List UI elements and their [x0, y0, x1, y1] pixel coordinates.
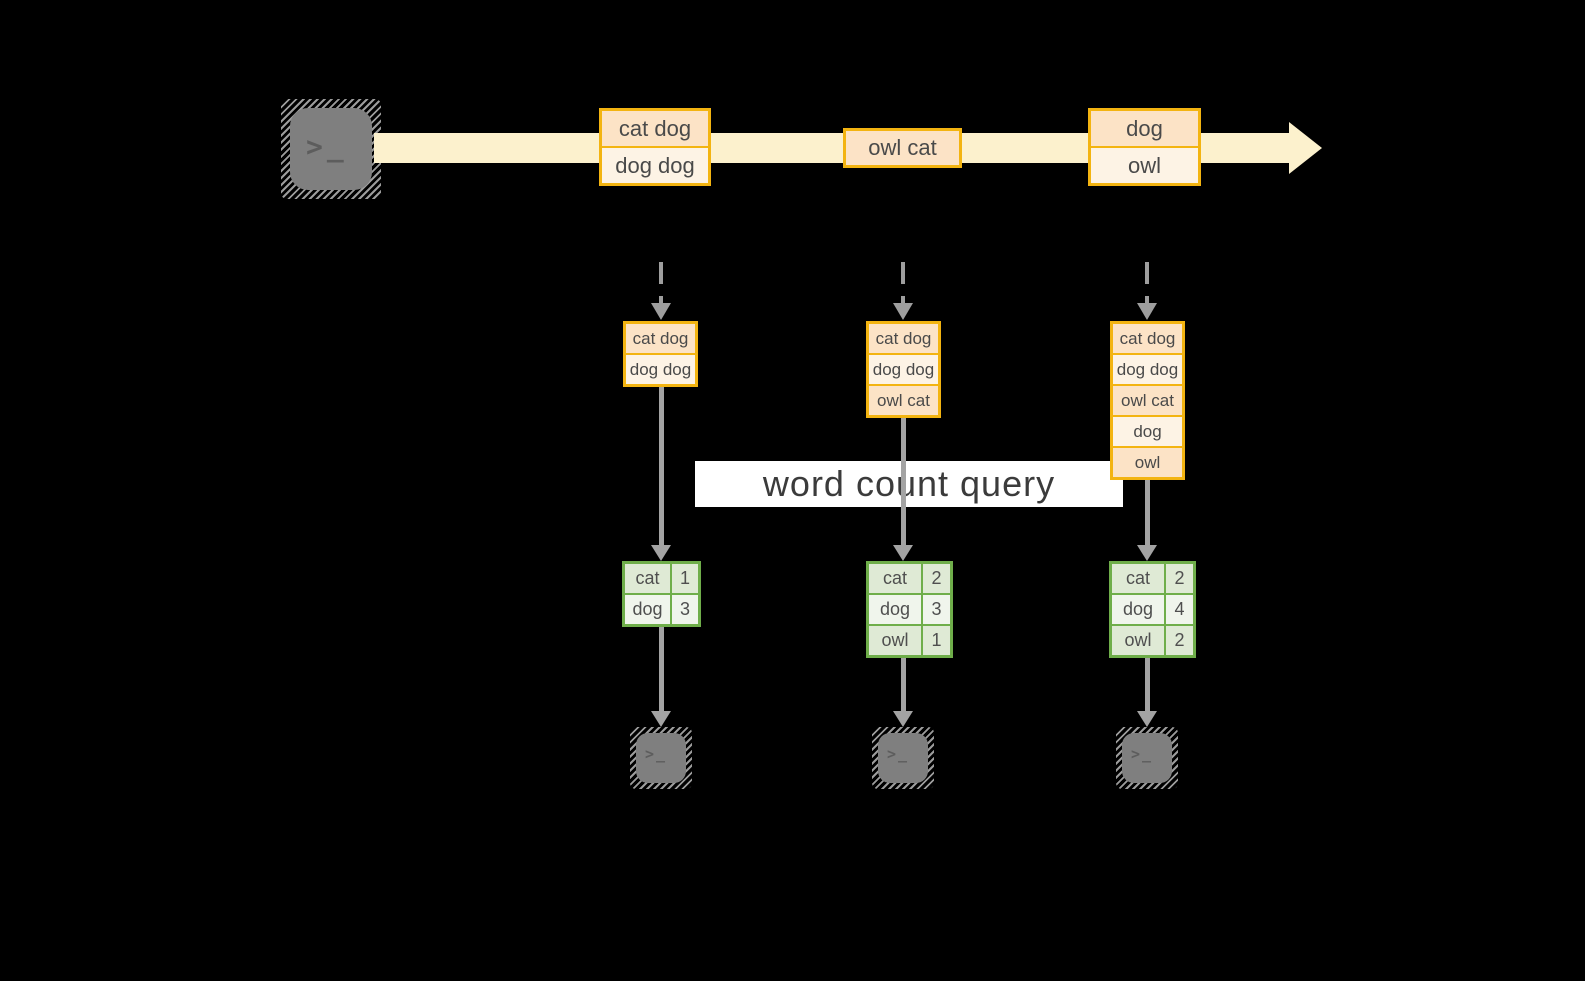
count-word: cat [1112, 564, 1164, 593]
count-value: 2 [1166, 564, 1193, 593]
stream-event-box-2: owl cat [843, 128, 962, 168]
query-arrow-head-icon [893, 545, 913, 561]
buffer-cell: cat dog [626, 324, 695, 353]
sink-terminal-icon-1: >_ [630, 727, 692, 789]
buffer-box-3: cat dog dog dog owl cat dog owl [1110, 321, 1185, 480]
query-arrow-line [659, 385, 664, 545]
query-label-band: word count query [695, 461, 1123, 507]
buffer-cell: dog dog [1113, 355, 1182, 384]
stream-event-cell: dog [1091, 111, 1198, 146]
dashed-arrow-line [901, 262, 905, 304]
count-word: dog [869, 595, 921, 624]
buffer-cell: dog dog [626, 355, 695, 384]
terminal-screen: >_ [1122, 733, 1172, 783]
dashed-arrow-head-icon [1137, 303, 1157, 320]
buffer-cell: owl cat [869, 386, 938, 415]
count-table-3: cat 2 dog 4 owl 2 [1109, 561, 1196, 658]
sink-arrow-head-icon [893, 711, 913, 727]
sink-arrow-line [659, 627, 664, 711]
buffer-cell: owl cat [1113, 386, 1182, 415]
terminal-screen: >_ [636, 733, 686, 783]
count-word: cat [869, 564, 921, 593]
sink-terminal-icon-2: >_ [872, 727, 934, 789]
dashed-arrow-head-icon [651, 303, 671, 320]
terminal-prompt-glyph: >_ [306, 130, 348, 163]
count-word: dog [1112, 595, 1164, 624]
stream-event-cell: owl [1091, 148, 1198, 183]
stream-event-box-3: dog owl [1088, 108, 1201, 186]
sink-arrow-line [901, 658, 906, 711]
buffer-cell: dog dog [869, 355, 938, 384]
count-value: 2 [923, 564, 950, 593]
count-word: dog [625, 595, 670, 624]
stream-event-box-1: cat dog dog dog [599, 108, 711, 186]
count-word: owl [869, 626, 921, 655]
buffer-box-1: cat dog dog dog [623, 321, 698, 387]
buffer-cell: dog [1113, 417, 1182, 446]
count-value: 3 [923, 595, 950, 624]
count-value: 1 [672, 564, 698, 593]
query-arrow-line [1145, 480, 1150, 545]
stream-event-cell: cat dog [602, 111, 708, 146]
count-table-2: cat 2 dog 3 owl 1 [866, 561, 953, 658]
dashed-arrow-line [1145, 262, 1149, 304]
stream-event-cell: dog dog [602, 148, 708, 183]
buffer-cell: cat dog [1113, 324, 1182, 353]
count-table-1: cat 1 dog 3 [622, 561, 701, 627]
source-terminal-icon: >_ [281, 99, 381, 199]
count-value: 2 [1166, 626, 1193, 655]
stream-arrow-head-icon [1289, 122, 1322, 174]
buffer-cell: cat dog [869, 324, 938, 353]
terminal-screen: >_ [878, 733, 928, 783]
count-value: 3 [672, 595, 698, 624]
query-label: word count query [762, 463, 1056, 504]
query-arrow-head-icon [1137, 545, 1157, 561]
terminal-screen: >_ [290, 108, 372, 190]
dashed-arrow-line [659, 262, 663, 304]
sink-arrow-head-icon [1137, 711, 1157, 727]
terminal-prompt-glyph: >_ [887, 745, 910, 763]
count-value: 1 [923, 626, 950, 655]
count-word: cat [625, 564, 670, 593]
query-arrow-head-icon [651, 545, 671, 561]
sink-arrow-line [1145, 658, 1150, 711]
sink-arrow-head-icon [651, 711, 671, 727]
query-arrow-line [901, 416, 906, 545]
sink-terminal-icon-3: >_ [1116, 727, 1178, 789]
stream-event-cell: owl cat [846, 131, 959, 165]
terminal-prompt-glyph: >_ [1131, 745, 1154, 763]
count-word: owl [1112, 626, 1164, 655]
dashed-arrow-head-icon [893, 303, 913, 320]
terminal-prompt-glyph: >_ [645, 745, 668, 763]
buffer-cell: owl [1113, 448, 1182, 477]
buffer-box-2: cat dog dog dog owl cat [866, 321, 941, 418]
count-value: 4 [1166, 595, 1193, 624]
